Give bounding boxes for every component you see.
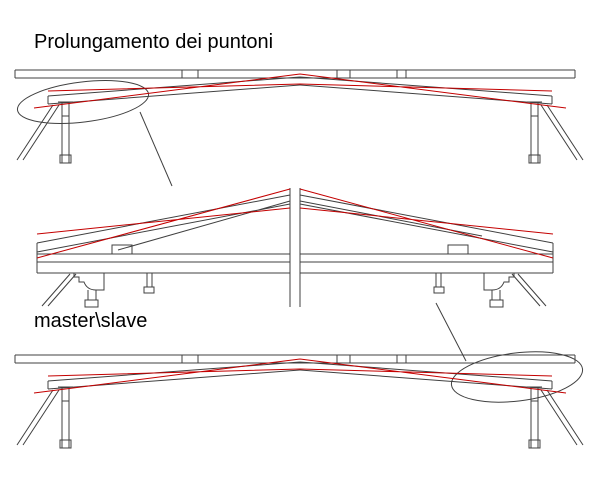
detail-left-joint-block [111, 244, 133, 255]
detail-right-red-lines [299, 188, 554, 259]
callout-ellipse-bottom-right-eave [450, 351, 584, 403]
detail-left-red-lines [36, 188, 291, 259]
leader-line-bottom [435, 302, 467, 362]
detail-left-post-base [84, 299, 99, 308]
leader-line-top [139, 111, 173, 187]
master-slave-label: master\slave [34, 310, 148, 332]
detail-right-post-base [489, 299, 504, 308]
detail-right-joint-block [447, 244, 469, 255]
detail-right-post [491, 290, 501, 300]
detail-left-pendant-base [143, 286, 155, 294]
detail-right-corbel [483, 272, 515, 291]
detail-left-pendant [146, 273, 153, 287]
detail-right-beam [299, 188, 554, 307]
drawing-title: Prolungamento dei puntoni [34, 31, 274, 53]
detail-left-beam [36, 188, 291, 307]
detail-right-pendant [435, 273, 442, 287]
detail-right-strut [511, 273, 547, 307]
detail-right-pendant-base [433, 286, 445, 294]
detail-left-post [87, 290, 97, 300]
line-art [14, 69, 584, 449]
callout-ellipse-top-left-eave [16, 80, 150, 124]
red-overlay [33, 73, 567, 394]
detail-left-strut [41, 273, 77, 307]
detail-left-corbel [73, 272, 105, 291]
